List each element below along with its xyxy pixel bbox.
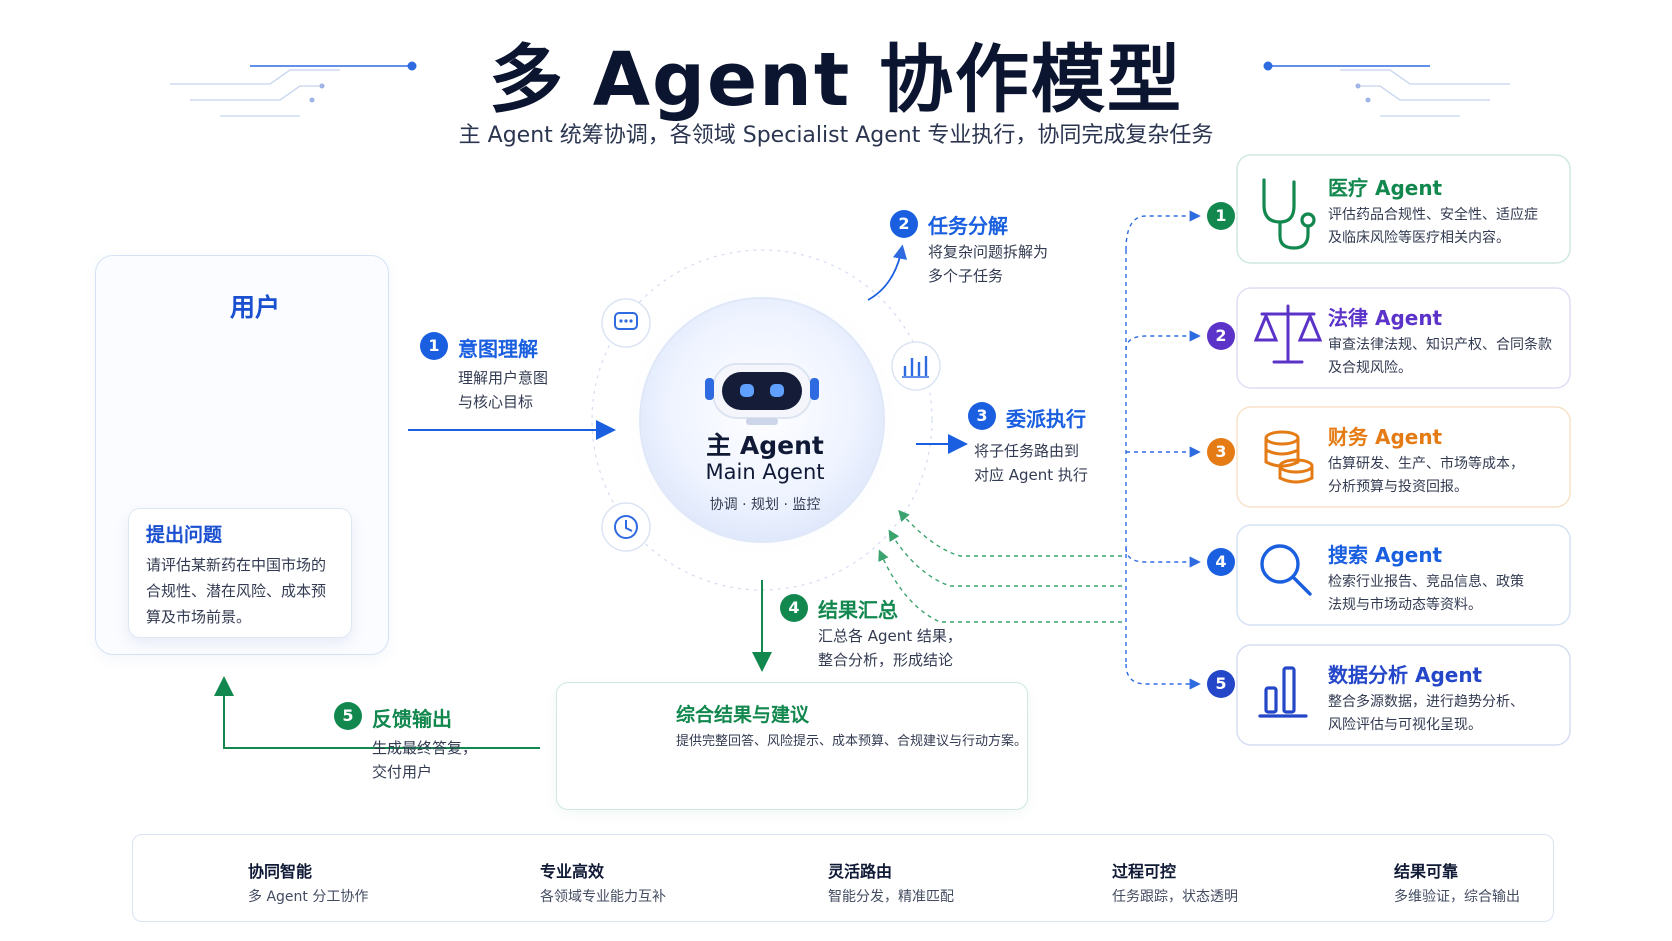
page-subtitle: 主 Agent 统筹协调，各领域 Specialist Agent 专业执行，协… (458, 123, 1214, 148)
step-1-badge: 1 (420, 332, 448, 360)
user-label: 用户 (230, 293, 281, 322)
feature-1-title: 协同智能 (248, 862, 313, 881)
agent-card-search (1236, 524, 1571, 626)
agent-2-title: 法律 Agent (1328, 306, 1443, 330)
agent-card-finance (1236, 406, 1571, 508)
scales-icon (1253, 304, 1323, 364)
step-3-desc: 将子任务路由到对应 Agent 执行 (974, 442, 1088, 484)
main-agent-name: 主 Agent (706, 431, 824, 460)
arrow-feedback (214, 676, 540, 749)
step-5-label: 反馈输出 (372, 707, 452, 731)
step-1-label: 意图理解 (458, 337, 538, 361)
agent-card-data (1236, 644, 1571, 746)
feature-bar (132, 834, 1554, 922)
step-5-desc: 生成最终答复，交付用户 (372, 739, 478, 781)
feature-3-desc: 智能分发，精准匹配 (828, 889, 954, 905)
page-title: 多 Agent 协作模型 (488, 37, 1183, 123)
delegation-bus (1125, 210, 1201, 690)
step-2-label: 任务分解 (928, 214, 1008, 238)
chat-satellite-icon (601, 298, 651, 348)
agent-1-number: 1 (1215, 206, 1227, 225)
agent-1-title: 医疗 Agent (1328, 176, 1443, 200)
step-1-desc: 理解用户意图与核心目标 (458, 369, 549, 411)
agent-4-title: 搜索 Agent (1328, 543, 1443, 567)
feature-2-desc: 各领域专业能力互补 (540, 889, 666, 905)
stethoscope-icon (1262, 178, 1316, 250)
agent-3-title: 财务 Agent (1328, 425, 1443, 449)
coins-icon (1264, 430, 1314, 484)
agent-5-desc: 整合多源数据，进行趋势分析、风险评估与可视化呈现。 (1328, 694, 1524, 733)
feature-4-title: 过程可控 (1112, 862, 1177, 881)
feature-2-title: 专业高效 (540, 862, 605, 881)
result-title: 综合结果与建议 (676, 704, 810, 726)
header-decoration-left (170, 61, 417, 117)
feature-5-desc: 多维验证，综合输出 (1394, 889, 1520, 905)
magnifier-icon (1260, 544, 1312, 596)
agent-5-title: 数据分析 Agent (1328, 663, 1483, 687)
agent-2-number: 2 (1215, 326, 1227, 345)
agent-1-desc: 评估药品合规性、安全性、适应症及临床风险等医疗相关内容。 (1328, 207, 1538, 246)
agent-3-number: 3 (1215, 442, 1227, 461)
arrow-decompose (867, 244, 908, 301)
step-2-desc: 将复杂问题拆解为多个子任务 (928, 243, 1049, 285)
agent-4-desc: 检索行业报告、竞品信息、政策法规与市场动态等资料。 (1328, 574, 1524, 613)
step-4-desc: 汇总各 Agent 结果，整合分析，形成结论 (818, 627, 962, 669)
step-4-label: 结果汇总 (818, 598, 898, 622)
robot-icon (705, 363, 819, 425)
agent-2-desc: 审查法律法规、知识产权、合同条款及合规风险。 (1328, 337, 1552, 376)
step-3-label: 委派执行 (1006, 407, 1086, 431)
question-title: 提出问题 (146, 524, 223, 546)
feature-4-desc: 任务跟踪，状态透明 (1112, 889, 1238, 905)
header-decoration-right (1263, 61, 1510, 117)
feature-3-title: 灵活路由 (828, 862, 893, 881)
step-3-badge: 3 (968, 402, 996, 430)
agent-card-legal (1236, 287, 1571, 389)
main-agent-name-en: Main Agent (705, 460, 825, 484)
question-text: 请评估某新药在中国市场的 合规性、潜在风险、成本预 算及市场前景。 (146, 556, 327, 626)
step-4-badge: 4 (780, 594, 808, 622)
agent-card-medical (1236, 154, 1571, 264)
return-lines (878, 509, 1122, 623)
agent-5-number: 5 (1215, 674, 1227, 693)
agent-4-number: 4 (1215, 552, 1227, 571)
feature-5-title: 结果可靠 (1394, 862, 1459, 881)
result-desc: 提供完整回答、风险提示、成本预算、合规建议与行动方案。 (676, 734, 1028, 749)
main-agent-roles: 协调 · 规划 · 监控 (709, 497, 821, 513)
step-2-badge: 2 (890, 210, 918, 238)
feature-1-desc: 多 Agent 分工协作 (248, 889, 369, 905)
bar-chart-icon (1258, 666, 1308, 718)
agent-3-desc: 估算研发、生产、市场等成本，分析预算与投资回报。 (1328, 456, 1524, 495)
result-card (556, 682, 1028, 810)
clock-satellite-icon (601, 502, 651, 552)
bar-satellite-icon (891, 341, 941, 391)
agent-badges (1207, 202, 1235, 698)
question-box (128, 508, 352, 638)
step-5-badge: 5 (334, 702, 362, 730)
